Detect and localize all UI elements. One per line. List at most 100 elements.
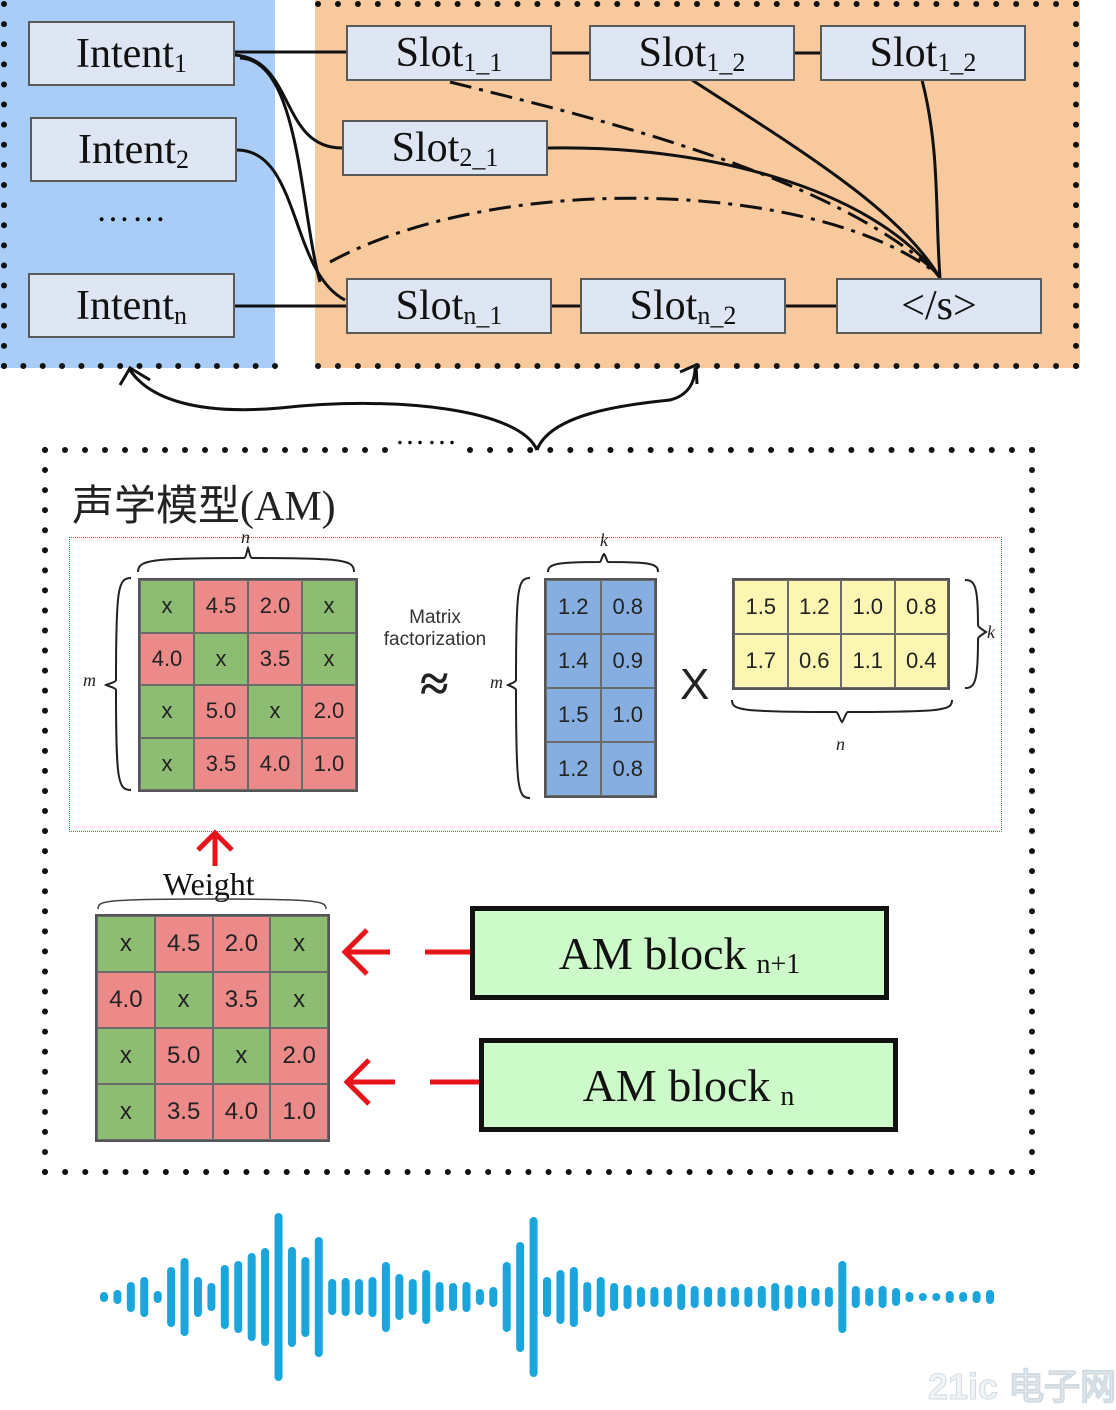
- dotted-border-dot: [414, 1, 421, 7]
- matrix-cell: x: [97, 916, 155, 972]
- dotted-border-dot: [913, 1, 920, 7]
- matrix-cell: 5.0: [194, 685, 248, 738]
- matrix-cell: 4.0: [248, 737, 302, 790]
- waveform-bar: [543, 1277, 551, 1317]
- matrix-cell: 0.9: [600, 634, 655, 688]
- dotted-border-dot: [434, 1, 441, 7]
- dashed-intent-end: [329, 196, 941, 278]
- dotted-border-dot: [494, 1, 501, 7]
- dotted-border-dot: [1, 363, 7, 369]
- matrix-cell: 1.0: [270, 1084, 328, 1140]
- dotted-border-dot: [587, 447, 594, 453]
- dotted-border-dot: [315, 363, 321, 369]
- dotted-border-dot: [1053, 1, 1060, 7]
- dotted-border-dot: [514, 363, 521, 369]
- matrix-cell: 1.2: [546, 742, 601, 796]
- dotted-border-dot: [565, 1169, 572, 1175]
- dotted-border-dot: [574, 363, 581, 369]
- dotted-border-dot: [1029, 1108, 1035, 1115]
- dashed-slot11-end: [449, 80, 942, 278]
- dotted-border-dot: [213, 363, 220, 369]
- matrix-cell: 3.5: [212, 972, 271, 1028]
- dotted-border-dot: [1073, 1, 1079, 7]
- dotted-border-dot: [1033, 363, 1040, 369]
- intent-label: Intent: [78, 126, 176, 173]
- dotted-border-dot: [283, 1169, 290, 1175]
- matrix-cell: 1.5: [546, 688, 601, 742]
- dotted-border-dot: [1029, 1068, 1035, 1075]
- matrix-cell: 0.4: [894, 634, 948, 688]
- bracket-k-right: [964, 579, 988, 689]
- dotted-border-dot: [1029, 1148, 1035, 1155]
- dotted-border-dot: [494, 363, 501, 369]
- waveform-bar: [798, 1286, 807, 1308]
- dotted-border-dot: [485, 1169, 492, 1175]
- dotted-border-dot: [833, 1, 840, 7]
- dotted-border-dot: [687, 447, 694, 453]
- dotted-border-dot: [1, 242, 7, 249]
- dotted-border-dot: [948, 447, 955, 453]
- waveform-bar: [838, 1261, 847, 1333]
- dotted-border-dot: [42, 1128, 48, 1135]
- intent-subscript: n: [173, 300, 187, 330]
- dotted-border-dot: [334, 363, 341, 369]
- dotted-border-dot: [968, 447, 975, 453]
- edge-slot12b-end: [920, 79, 942, 279]
- dotted-border-dot: [793, 1, 800, 7]
- matrix-cell: 4.5: [194, 580, 248, 633]
- edge-intent2-slotn1: [236, 148, 346, 302]
- waveform-bar: [193, 1277, 202, 1317]
- bracket-k-top: [547, 552, 659, 573]
- waveform-bar: [140, 1277, 149, 1317]
- matrix-cell: 1.4: [546, 634, 601, 688]
- am-block-label: AM block: [582, 1059, 771, 1111]
- dotted-border-dot: [948, 1169, 955, 1175]
- dotted-border-dot: [384, 1169, 391, 1175]
- waveform-bar: [650, 1287, 659, 1307]
- matrix-cell: x: [154, 972, 213, 1028]
- dim-m-left: m: [83, 670, 96, 690]
- matrix-cell: 0.8: [894, 580, 948, 634]
- dotted-border-dot: [1073, 41, 1079, 48]
- dotted-border-dot: [567, 447, 574, 453]
- matrix-cell: 3.5: [248, 632, 302, 685]
- dotted-border-dot: [547, 447, 554, 453]
- dotted-border-dot: [394, 363, 401, 369]
- dotted-border-dot: [1029, 868, 1035, 875]
- waveform-bar: [972, 1291, 981, 1303]
- dotted-border-dot: [194, 363, 201, 369]
- dotted-border-dot: [1, 222, 7, 229]
- waveform-bar: [395, 1274, 404, 1320]
- intent-label: Intent: [76, 30, 174, 77]
- dotted-border-dot: [853, 1, 860, 7]
- dotted-border-dot: [1, 322, 7, 329]
- dotted-border-dot: [42, 687, 48, 694]
- dim-m-mid: m: [490, 672, 503, 692]
- waveform-bar: [918, 1293, 927, 1301]
- middle-ellipsis: ……: [395, 418, 459, 451]
- dotted-border-dot: [1029, 888, 1035, 895]
- dotted-border-dot: [607, 447, 614, 453]
- dotted-border-dot: [748, 447, 754, 453]
- edge-intent1-down: [239, 56, 322, 283]
- dotted-border-dot: [893, 363, 900, 369]
- dotted-border-dot: [1029, 607, 1035, 614]
- dotted-border-dot: [42, 607, 48, 614]
- matrix-cell: 1.5: [734, 580, 788, 634]
- dotted-border-dot: [272, 363, 278, 369]
- dotted-border-dot: [474, 363, 481, 369]
- matrix-cell: 5.0: [154, 1028, 213, 1084]
- dotted-border-dot: [1029, 467, 1035, 474]
- dotted-border-dot: [59, 363, 66, 369]
- slot-label: Slot: [629, 283, 698, 329]
- dotted-border-dot: [1029, 567, 1035, 574]
- waveform-bar: [381, 1262, 390, 1332]
- dotted-border-dot: [42, 1108, 48, 1115]
- factorization-label-line1: Matrix: [409, 607, 461, 628]
- dotted-border-dot: [42, 928, 48, 935]
- dim-k-right: k: [987, 622, 995, 642]
- dotted-border-dot: [82, 1169, 89, 1175]
